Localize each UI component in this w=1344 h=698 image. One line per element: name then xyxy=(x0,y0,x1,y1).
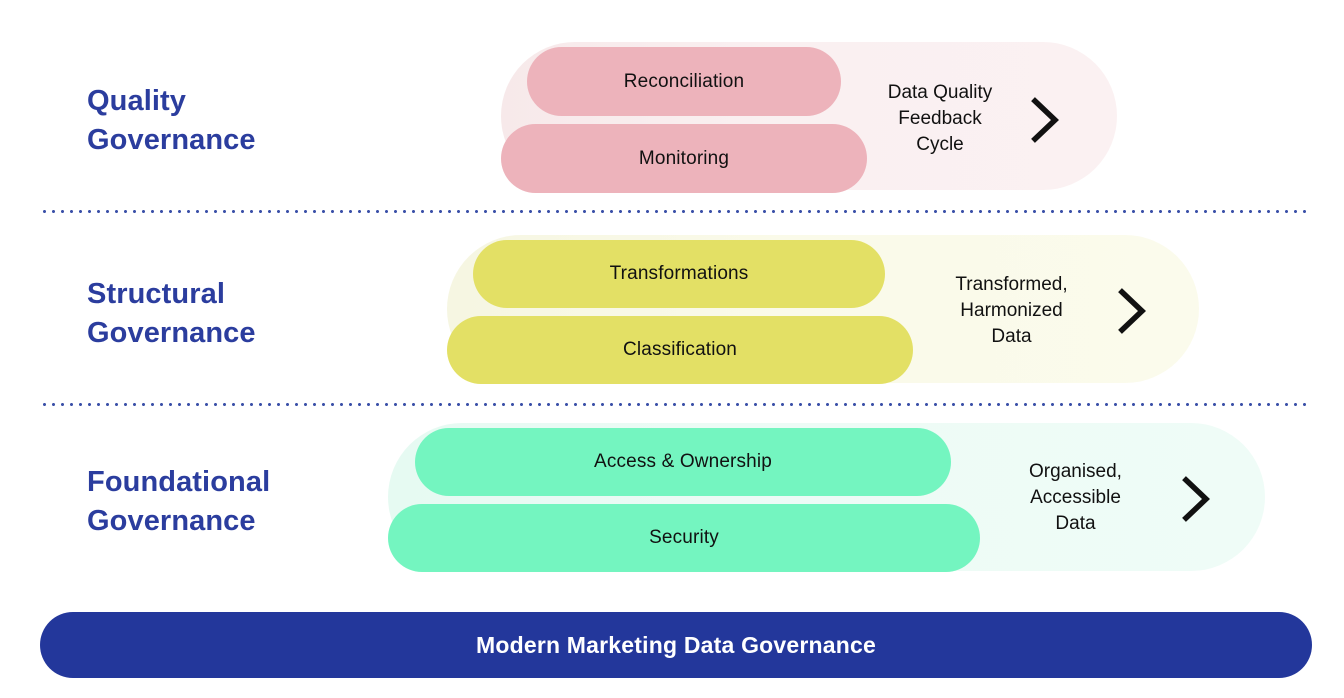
pill-transformations[interactable]: Transformations xyxy=(473,240,885,308)
row-label-quality-governance: Quality Governance xyxy=(87,85,256,156)
divider-structural-foundational xyxy=(40,403,1312,406)
pill-monitoring[interactable]: Monitoring xyxy=(501,124,867,193)
footer-banner-modern-marketing-data-governance[interactable]: Modern Marketing Data Governance xyxy=(40,612,1312,678)
pill-label: Classification xyxy=(622,339,738,360)
outcome-text-quality: Data Quality Feedback Cycle xyxy=(887,82,993,155)
pill-label: Monitoring xyxy=(638,147,730,169)
chevron-right-icon xyxy=(1182,476,1212,522)
chevron-right-icon xyxy=(1031,97,1061,143)
pill-label: Transformations xyxy=(609,263,749,284)
pill-label: Security xyxy=(649,527,719,548)
pill-security[interactable]: Security xyxy=(388,504,980,572)
row-label-structural-governance: Structural Governance xyxy=(87,278,256,349)
row-structural-governance: Structural Governance Transformations Cl… xyxy=(0,0,1344,384)
footer-label: Modern Marketing Data Governance xyxy=(475,631,877,658)
row-label-foundational-governance: Foundational Governance xyxy=(87,466,271,537)
row-foundational-governance: Foundational Governance Access & Ownersh… xyxy=(0,0,1344,572)
outcome-text-foundational: Organised, Accessible Data xyxy=(1029,461,1122,534)
divider-quality-structural xyxy=(40,210,1312,213)
pill-classification[interactable]: Classification xyxy=(447,316,913,384)
chevron-right-icon xyxy=(1118,288,1148,334)
pill-label: Reconciliation xyxy=(623,70,745,92)
row-quality-governance: Quality Governance Reconciliation Monito… xyxy=(0,0,1344,210)
pill-label: Access & Ownership xyxy=(594,451,772,472)
outcome-text-structural: Transformed, Harmonized Data xyxy=(955,274,1068,347)
pill-reconciliation[interactable]: Reconciliation xyxy=(527,47,841,116)
pill-access-ownership[interactable]: Access & Ownership xyxy=(415,428,951,496)
